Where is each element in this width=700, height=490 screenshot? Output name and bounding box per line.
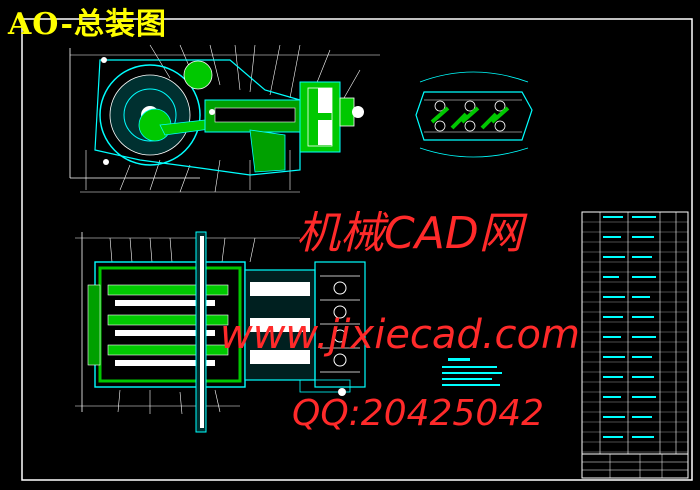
plan-section-view bbox=[75, 231, 366, 433]
watermark-site-url: www.jixiecad.com bbox=[220, 312, 580, 358]
drawing-title: AO-总装图 bbox=[8, 7, 167, 42]
pump-head-view bbox=[415, 71, 533, 158]
watermark-site-name: 机械CAD网 bbox=[296, 208, 523, 259]
watermark-qq: QQ:20425042 bbox=[292, 393, 545, 434]
parts-list-table bbox=[581, 211, 689, 455]
title-block bbox=[581, 453, 689, 479]
technical-notes bbox=[442, 358, 502, 386]
side-elevation-view bbox=[69, 44, 380, 193]
drawing-border bbox=[21, 18, 693, 481]
